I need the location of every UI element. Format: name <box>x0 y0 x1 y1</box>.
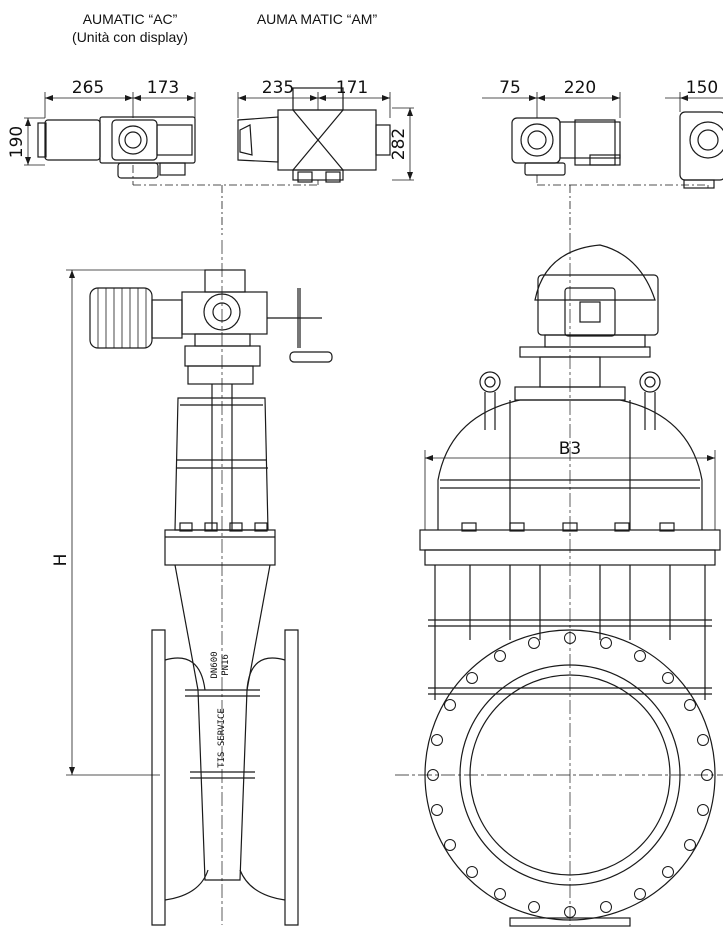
side-actuator-top-view <box>511 117 621 176</box>
ac-actuator-top-view <box>37 116 196 179</box>
dim-ac-height: 190 <box>7 126 27 158</box>
dim-side-far: 150 <box>686 78 718 98</box>
dim-overall-height: H <box>51 554 71 567</box>
ac-subtitle: (Unità con display) <box>72 29 188 45</box>
am-dimension-lines <box>237 92 414 181</box>
dim-am-height: 282 <box>389 128 409 160</box>
dim-side-right: 220 <box>564 78 596 98</box>
dim-ac-left: 265 <box>72 78 104 98</box>
dim-side-left: 75 <box>499 78 521 98</box>
am-title: AUMA MATIC “AM” <box>256 11 378 27</box>
arrowheads <box>25 95 715 775</box>
b3-dimension-line <box>424 450 716 530</box>
am-header: AUMA MATIC “AM” <box>232 10 402 28</box>
top-connection-bracket <box>132 165 319 235</box>
valve-side-elevation <box>89 240 333 926</box>
body-service-marking: TIS SERVICE <box>217 708 227 768</box>
ac-header: AUMATIC “AC” (Unità con display) <box>55 10 205 46</box>
side-actuator-far-view <box>679 111 723 189</box>
dim-am-left: 235 <box>262 78 294 98</box>
dim-body-width: B3 <box>559 439 581 459</box>
ac-dimension-lines <box>24 92 196 166</box>
dim-am-right: 171 <box>336 78 368 98</box>
side-connection-bracket <box>536 175 709 240</box>
body-size-marking: DN600 <box>210 651 220 678</box>
side-dimension-lines <box>482 92 723 118</box>
am-actuator-top-view <box>237 87 391 183</box>
body-pressure-marking: PN16 <box>221 654 231 676</box>
h-dimension-line <box>66 269 205 776</box>
ac-title: AUMATIC “AC” <box>82 11 178 27</box>
dim-ac-right: 173 <box>147 78 179 98</box>
valve-front-elevation <box>395 240 723 927</box>
